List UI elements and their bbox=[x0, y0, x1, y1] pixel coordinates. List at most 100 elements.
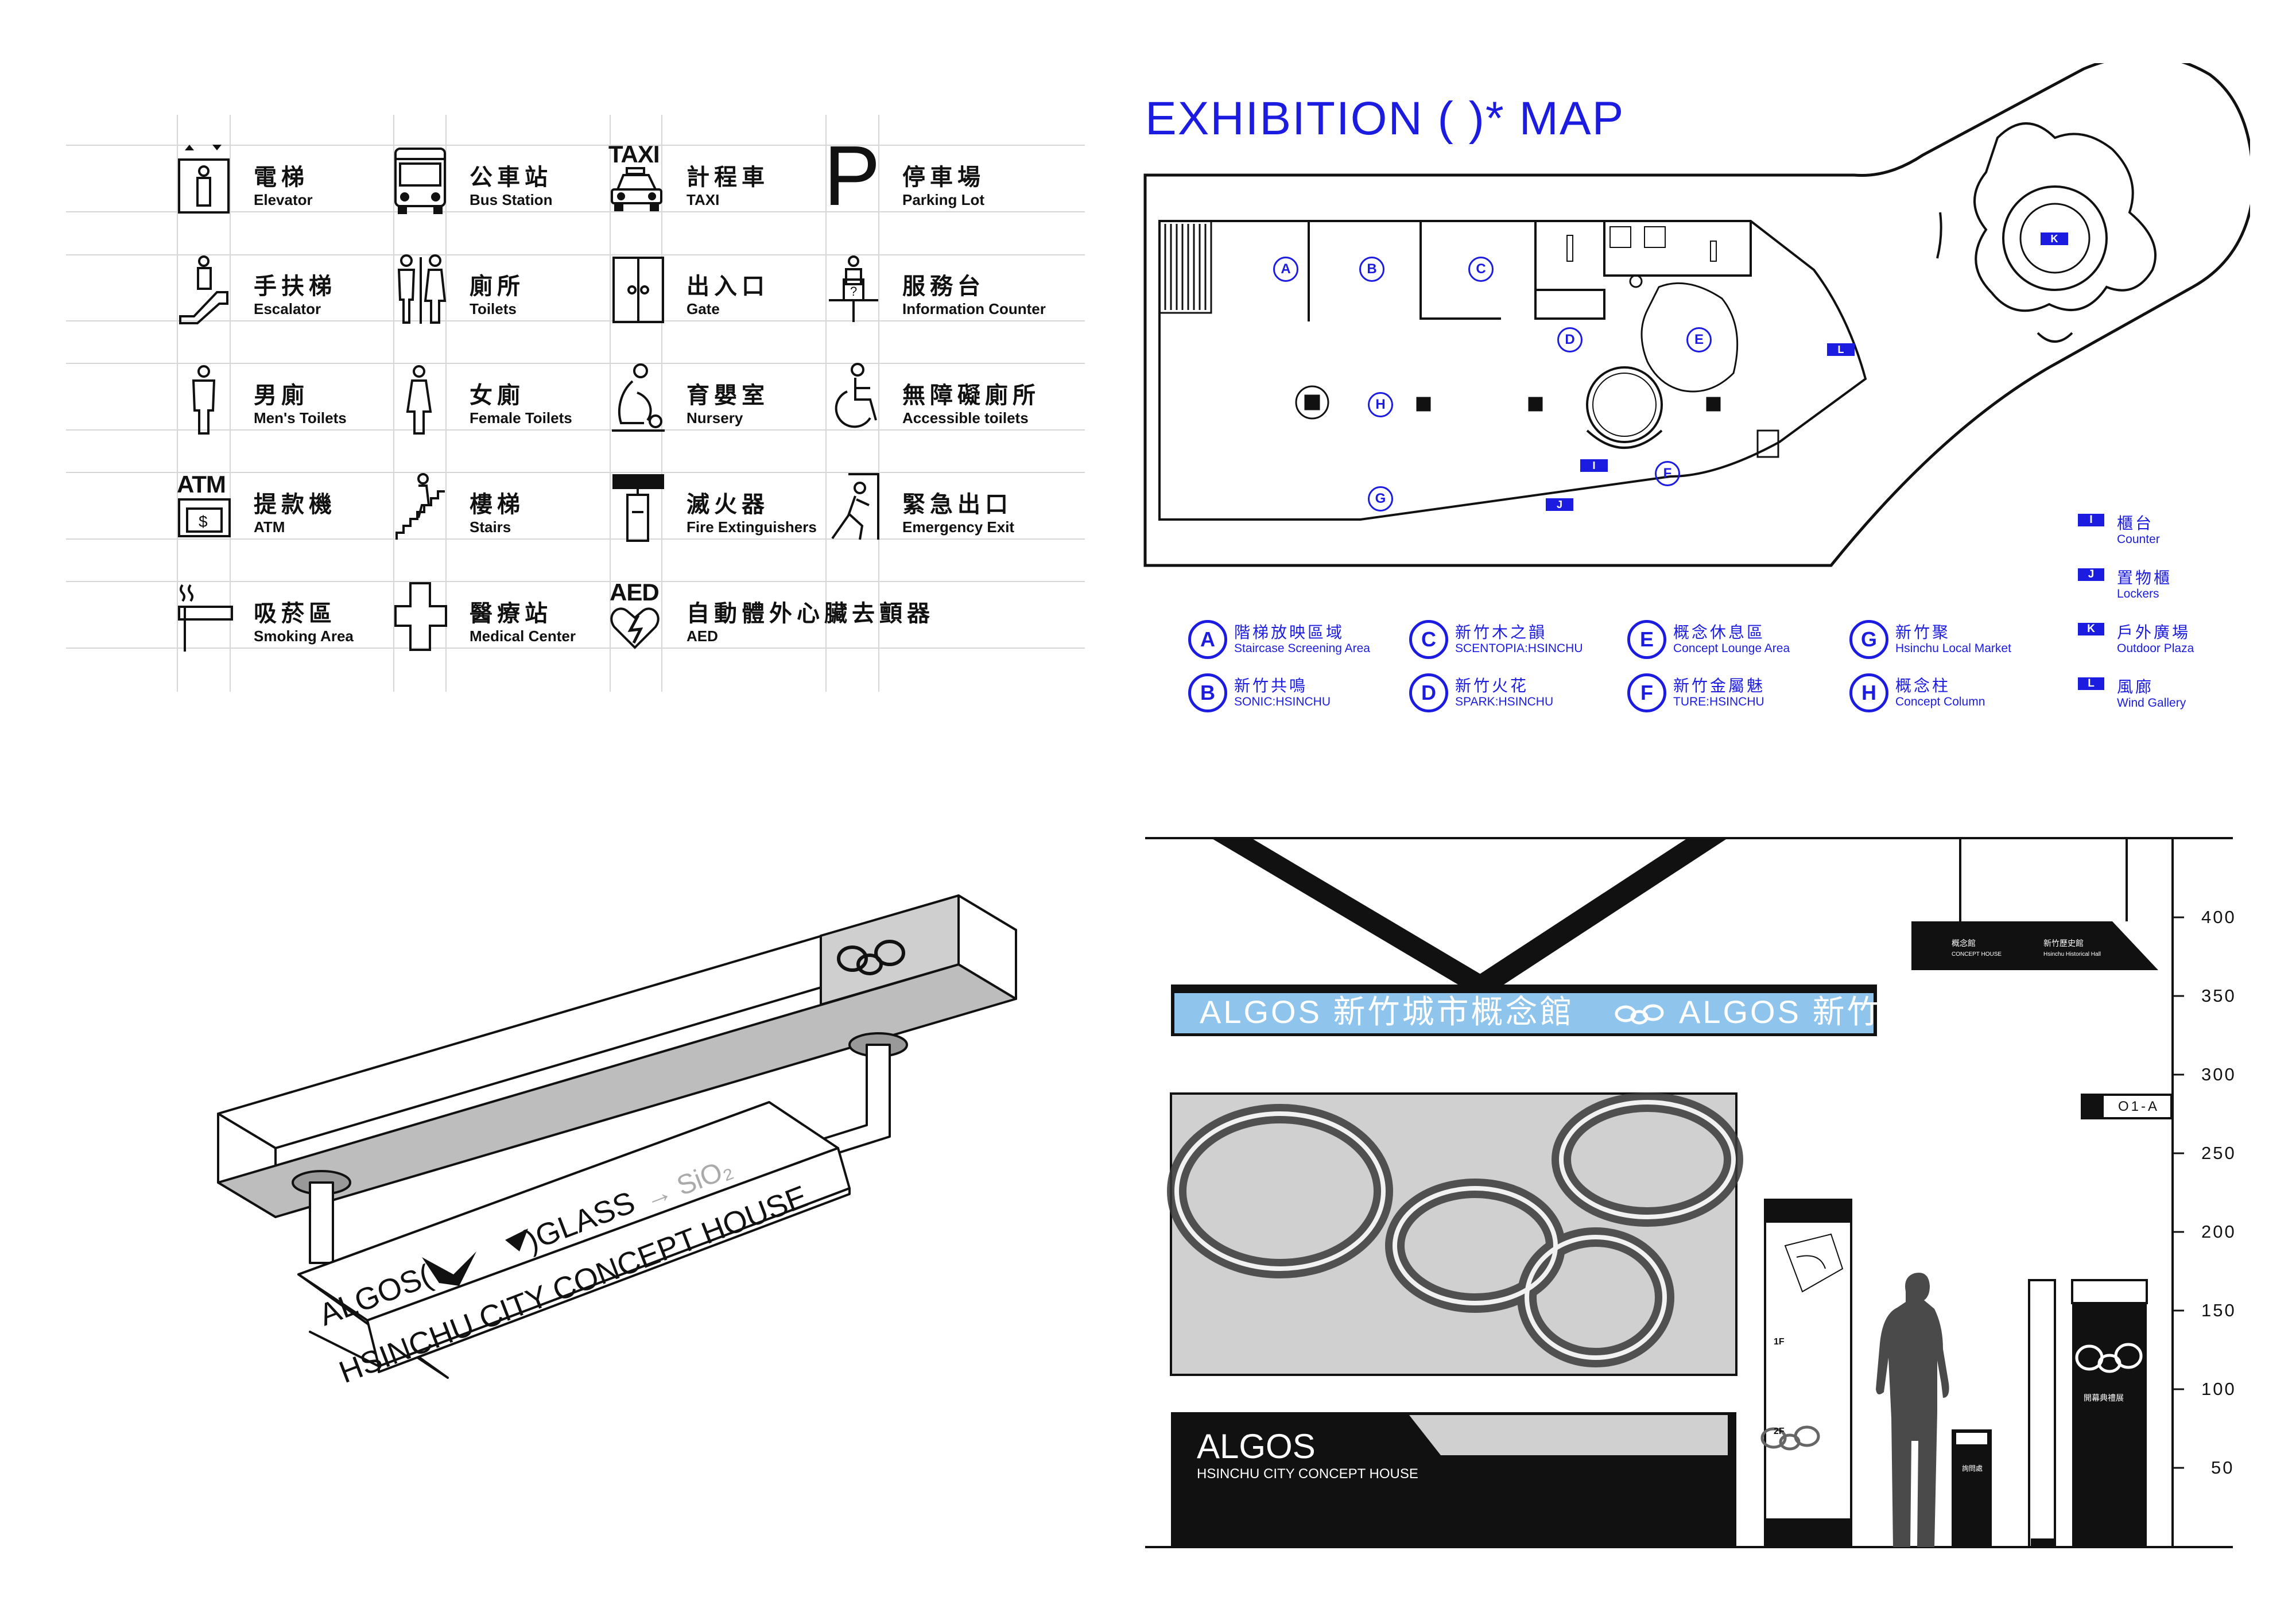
icon-label-zh: 滅火器 bbox=[687, 491, 769, 518]
grid-line bbox=[445, 115, 447, 692]
scale-label: 150 bbox=[2201, 1300, 2236, 1320]
scale-label: 350 bbox=[2201, 986, 2236, 1006]
toilets-icon bbox=[392, 254, 449, 325]
map-marker-d: D bbox=[1557, 327, 1583, 352]
info-counter bbox=[1952, 1429, 1992, 1547]
icon-label-en: Female Toilets bbox=[470, 409, 572, 427]
direction-left: 概念館 bbox=[1952, 939, 1976, 948]
icon-label-en: Men's Toilets bbox=[254, 409, 347, 427]
legend-key: K bbox=[2078, 623, 2104, 635]
icon-label-zh: 停車場 bbox=[902, 164, 985, 191]
icon-label-en: Toilets bbox=[470, 300, 517, 317]
legend-en: Wind Gallery bbox=[2117, 696, 2186, 710]
grid-line bbox=[66, 429, 1085, 431]
icon-label-zh: 電梯 bbox=[254, 164, 309, 191]
legend-en: TURE:HSINCHU bbox=[1673, 695, 1764, 708]
fire-extinguisher-icon bbox=[611, 472, 669, 544]
legend-key: C bbox=[1409, 620, 1448, 659]
room-sign-label: O1-A bbox=[2118, 1099, 2159, 1114]
parking-tag: P bbox=[824, 129, 881, 223]
scale-label: 100 bbox=[2201, 1379, 2236, 1399]
grid-line bbox=[66, 254, 1085, 255]
legend-key: D bbox=[1409, 673, 1448, 712]
banner-fill bbox=[1174, 993, 1874, 1033]
scale-label: 300 bbox=[2201, 1064, 2236, 1084]
icon-label-en: TAXI bbox=[687, 191, 720, 208]
grid-line bbox=[177, 115, 178, 692]
bottom-sign-title: ALGOS bbox=[1197, 1427, 1316, 1466]
icon-label-zh: 自動體外心臟去顫器 bbox=[687, 600, 934, 627]
icon-label-en: Bus Station bbox=[470, 191, 553, 208]
taxi-tag: TAXI bbox=[608, 141, 660, 168]
column-label: 開幕典禮展 bbox=[2084, 1393, 2124, 1402]
icon-label-en: Escalator bbox=[254, 300, 321, 317]
counter-label: 詢問處 bbox=[1962, 1464, 1983, 1472]
icon-label-zh: 手扶梯 bbox=[254, 273, 336, 300]
legend-zh: 新竹聚 bbox=[1895, 623, 1951, 642]
legend-zh: 櫃台 bbox=[2117, 514, 2154, 533]
building-outline bbox=[1143, 63, 2250, 567]
map-marker-e: E bbox=[1686, 327, 1712, 352]
banner-text-2: ALGOS 新竹 bbox=[1679, 994, 1882, 1030]
aed-icon: AED bbox=[610, 579, 667, 653]
female-toilet-icon bbox=[396, 365, 442, 436]
grid-line bbox=[878, 115, 879, 692]
icon-label-en: Accessible toilets bbox=[902, 409, 1029, 427]
legend-key: H bbox=[1849, 673, 1888, 712]
map-title: EXHIBITION ( )* MAP bbox=[1145, 92, 1625, 145]
legend-en: Lockers bbox=[2117, 587, 2159, 600]
map-marker-l: L bbox=[1827, 343, 1855, 356]
map-marker-b: B bbox=[1359, 257, 1384, 282]
direction-right: 新竹歷史館 bbox=[2043, 939, 2084, 948]
legend-key: F bbox=[1627, 673, 1666, 712]
bird-emblem bbox=[422, 1228, 528, 1286]
scale-label: 400 bbox=[2201, 907, 2236, 927]
icon-label-en: Nursery bbox=[687, 409, 743, 427]
parking-icon: P bbox=[824, 133, 887, 219]
grid-line bbox=[66, 648, 1085, 649]
icon-label-zh: 醫療站 bbox=[470, 600, 552, 627]
scale-label: 200 bbox=[2201, 1222, 2236, 1242]
legend-zh: 階梯放映區域 bbox=[1234, 623, 1345, 642]
map-marker-h: H bbox=[1368, 392, 1393, 417]
icon-label-en: ATM bbox=[254, 518, 285, 536]
legend-key: A bbox=[1188, 620, 1227, 659]
legend-zh: 戶外廣場 bbox=[2117, 623, 2191, 642]
accessible-icon bbox=[825, 363, 883, 435]
icon-label-en: Information Counter bbox=[902, 300, 1046, 317]
outdoor-plaza-blob bbox=[1973, 122, 2157, 312]
directional-sign bbox=[1911, 921, 2158, 970]
crystal-artwork bbox=[1170, 1092, 1737, 1376]
grid-line bbox=[610, 115, 611, 692]
icon-label-en: Gate bbox=[687, 300, 720, 317]
legend-en: SONIC:HSINCHU bbox=[1234, 695, 1331, 708]
icon-label-zh: 育嬰室 bbox=[687, 382, 769, 409]
kiosk-floor-2: 2F bbox=[1774, 1427, 1785, 1436]
grid-line bbox=[661, 115, 662, 692]
icon-label-zh: 提款機 bbox=[254, 491, 336, 518]
legend-key: E bbox=[1627, 620, 1666, 659]
legend-zh: 新竹木之韻 bbox=[1455, 623, 1548, 642]
legend-en: Concept Column bbox=[1895, 695, 1985, 708]
grid-line bbox=[230, 115, 231, 692]
interior-wall bbox=[1158, 220, 1867, 521]
staircase bbox=[1158, 220, 1212, 314]
direction-left-sub: CONCEPT HOUSE bbox=[1952, 951, 2002, 958]
legend-en: Counter bbox=[2117, 533, 2160, 546]
legend-key: J bbox=[2078, 568, 2104, 581]
icon-label-zh: 出入口 bbox=[687, 273, 769, 300]
icon-label-zh: 無障礙廁所 bbox=[902, 382, 1040, 409]
directory-kiosk bbox=[1764, 1199, 1852, 1548]
banner-text: ALGOS 新竹城市概念館 bbox=[1200, 994, 1574, 1030]
icon-label-zh: 廁所 bbox=[470, 273, 525, 300]
map-marker-k: K bbox=[2041, 232, 2068, 245]
icon-label-zh: 緊急出口 bbox=[902, 491, 1013, 518]
map-marker-j: J bbox=[1546, 498, 1573, 511]
hanging-sign-isometric: ALGOS( )GLASS → SiO₂ HSINCHU CITY CONCEP… bbox=[217, 894, 1017, 1390]
svg-text:?: ? bbox=[850, 284, 857, 299]
atm-tag: ATM bbox=[177, 471, 226, 498]
legend-en: SPARK:HSINCHU bbox=[1455, 695, 1554, 708]
logo-column bbox=[2072, 1280, 2147, 1547]
icon-label-zh: 吸菸區 bbox=[254, 600, 336, 627]
legend-zh: 概念柱 bbox=[1895, 676, 1951, 695]
